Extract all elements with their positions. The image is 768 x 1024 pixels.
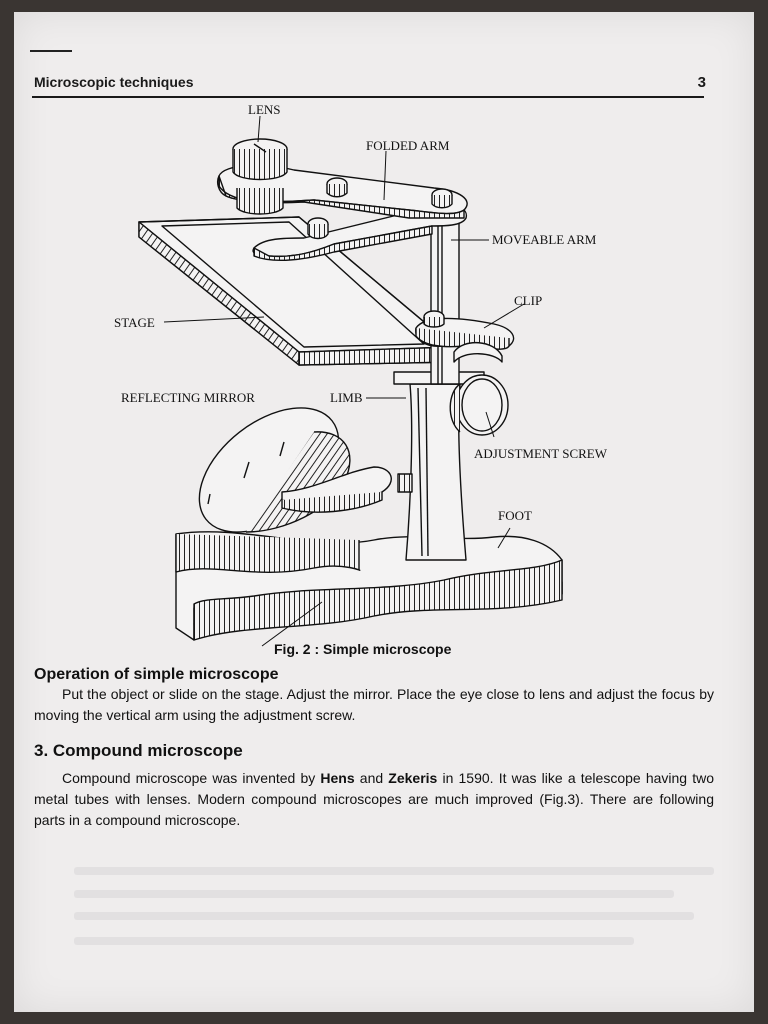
bleed-through-line — [74, 912, 694, 920]
label-folded-arm: FOLDED ARM — [366, 138, 450, 153]
simple-microscope-diagram: LENS FOLDED ARM MOVEABLE ARM CLIP STAGE … — [114, 102, 608, 647]
label-stage: STAGE — [114, 315, 155, 330]
compound-paragraph: Compound microscope was invented by Hens… — [34, 768, 714, 831]
reflecting-mirror — [198, 407, 413, 533]
clip — [415, 310, 515, 363]
page-number: 3 — [697, 74, 706, 91]
book-page: Microscopic techniques 3 — [14, 12, 754, 1012]
compound-text-and: and — [354, 770, 389, 786]
limb-column — [393, 371, 485, 561]
inventor-zekeris: Zekeris — [388, 770, 438, 786]
label-adjustment-screw: ADJUSTMENT SCREW — [474, 446, 608, 461]
figure-caption: Fig. 2 : Simple microscope — [274, 641, 452, 657]
label-moveable-arm: MOVEABLE ARM — [492, 232, 597, 247]
inventor-hens: Hens — [320, 770, 355, 786]
label-clip: CLIP — [514, 293, 542, 308]
compound-heading: 3. Compound microscope — [34, 741, 243, 760]
top-dash — [30, 50, 72, 52]
operation-paragraph: Put the object or slide on the stage. Ad… — [34, 686, 714, 723]
label-lens: LENS — [248, 102, 281, 117]
label-limb: LIMB — [330, 390, 363, 405]
compound-text-1: Compound microscope was invented by — [62, 770, 321, 786]
lens — [232, 138, 288, 215]
label-foot: FOOT — [498, 508, 532, 523]
operation-heading: Operation of simple microscope — [34, 666, 279, 683]
compound-text-2: in 1590. It was like a telescope having … — [34, 770, 714, 828]
leader-lines — [163, 115, 525, 647]
bleed-through-line — [74, 890, 674, 898]
bleed-through-line — [74, 937, 634, 945]
label-reflecting-mirror: REFLECTING MIRROR — [121, 390, 255, 405]
bleed-through-line — [74, 867, 714, 875]
foot-base — [175, 531, 563, 641]
running-header: Microscopic techniques — [34, 74, 194, 90]
stage-plate — [138, 216, 455, 366]
header-rule — [32, 96, 704, 98]
adjustment-screw — [449, 374, 509, 436]
